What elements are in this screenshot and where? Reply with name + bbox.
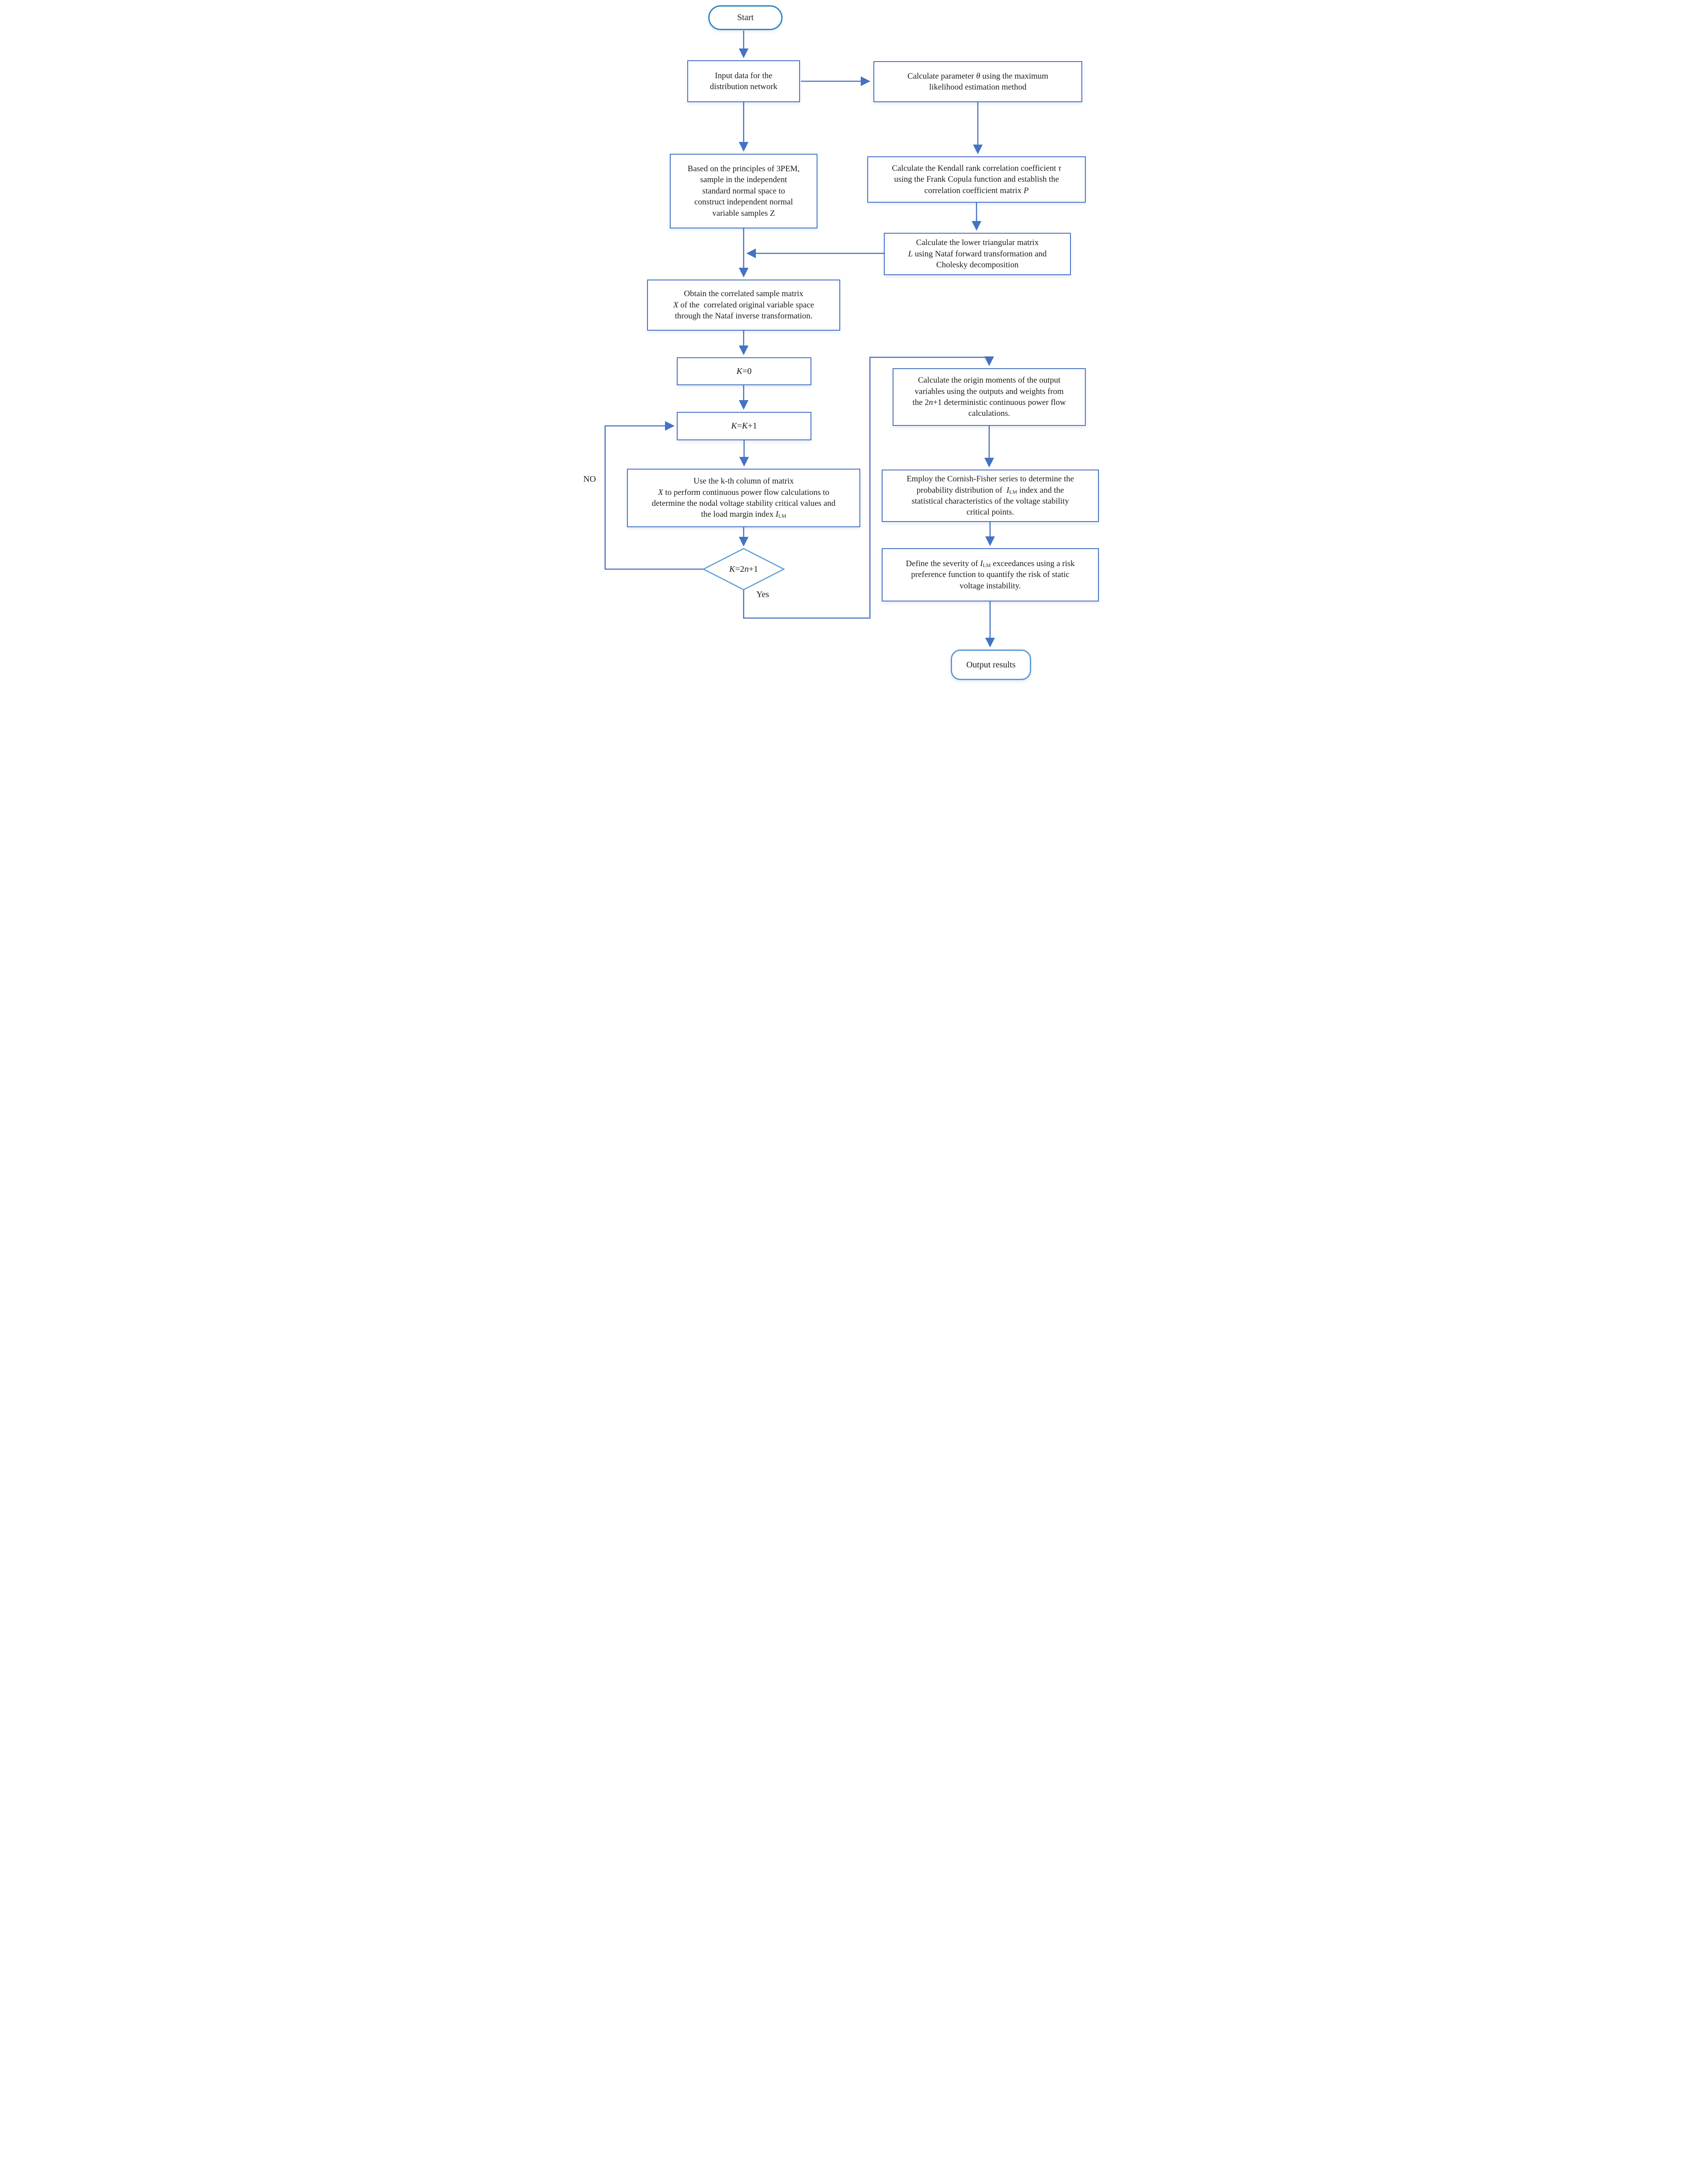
decision-diamond-shape (702, 548, 785, 591)
node-k-increment: K=K+1 (677, 412, 811, 440)
node-kendall: Calculate the Kendall rank correlation c… (867, 156, 1086, 203)
node-k-zero: K=0 (677, 357, 811, 385)
flow-connectors (604, 31, 995, 648)
node-moments-label: Calculate the origin moments of the outp… (912, 376, 1066, 418)
node-moments: Calculate the origin moments of the outp… (893, 368, 1086, 426)
node-k-increment-label: K=K+1 (731, 421, 757, 431)
node-output-results-label: Output results (966, 660, 1016, 670)
node-output-results: Output results (951, 650, 1031, 680)
node-decision: K=2n+1 (703, 549, 784, 590)
edge-decision-no-loop (604, 421, 703, 570)
node-cornish-fisher: Employ the Cornish-Fisher series to dete… (882, 470, 1099, 522)
node-cornish-fisher-label: Employ the Cornish-Fisher series to dete… (906, 474, 1074, 517)
node-kendall-label: Calculate the Kendall rank correlation c… (892, 163, 1061, 195)
branch-label-yes: Yes (756, 590, 769, 599)
node-start: Start (708, 5, 783, 30)
edge-decision-yes (743, 356, 994, 619)
node-k-zero-label: K=0 (736, 366, 752, 376)
node-decision-label: K=2n+1 (729, 564, 758, 574)
node-severity: Define the severity of ILM exceedances u… (882, 548, 1099, 601)
node-pem-sampling: Based on the principles of 3PEM,sample i… (670, 154, 817, 228)
node-severity-label: Define the severity of ILM exceedances u… (906, 559, 1075, 591)
branch-label-no: NO (583, 474, 596, 484)
node-pem-sampling-label: Based on the principles of 3PEM,sample i… (687, 164, 800, 218)
node-start-label: Start (737, 13, 754, 23)
